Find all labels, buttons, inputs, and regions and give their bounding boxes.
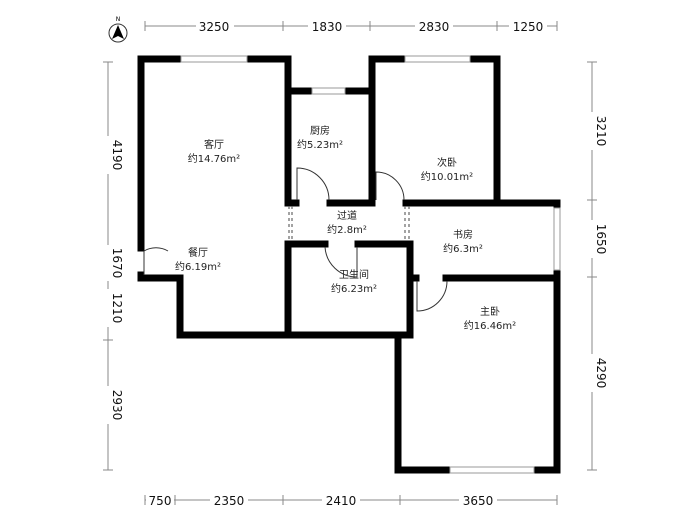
room-area: 约6.19m² — [175, 260, 221, 273]
dim-right-1: 3210 — [594, 116, 608, 147]
room-hallway: 过道 约2.8m² — [327, 209, 367, 236]
room-name: 客厅 — [204, 138, 224, 151]
room-bathroom: 卫生间 约6.23m² — [331, 268, 377, 295]
room-kitchen: 厨房 约5.23m² — [297, 124, 343, 151]
dim-bottom-4: 3650 — [463, 494, 494, 508]
dim-left-2: 1670 — [110, 248, 124, 279]
window — [180, 55, 248, 63]
dim-bottom-3: 2410 — [326, 494, 357, 508]
room-name: 次卧 — [437, 156, 457, 169]
doors — [143, 167, 448, 312]
dim-top-2: 1830 — [312, 20, 343, 34]
room-study: 书房 约6.3m² — [443, 228, 483, 255]
dimension-right: 3210 1650 4290 — [584, 61, 608, 471]
room-name: 书房 — [453, 228, 473, 241]
bathroom-door — [324, 246, 358, 278]
room-name: 厨房 — [310, 124, 330, 137]
master-bedroom-door — [416, 280, 448, 312]
room-area: 约16.46m² — [464, 319, 516, 332]
dim-right-3: 4290 — [594, 358, 608, 389]
compass-label: N — [116, 16, 121, 23]
room-name: 卫生间 — [339, 268, 369, 281]
dim-left-4: 2930 — [110, 390, 124, 421]
dim-left-1: 4190 — [110, 140, 124, 171]
room-master-bedroom: 主卧 约16.46m² — [464, 305, 516, 332]
room-area: 约10.01m² — [421, 170, 473, 183]
walls — [137, 55, 561, 474]
room-area: 约2.8m² — [327, 223, 367, 236]
dining-door — [143, 247, 169, 275]
room-bedroom2: 次卧 约10.01m² — [421, 156, 473, 183]
dim-bottom-2: 2350 — [214, 494, 245, 508]
dim-bottom-1: 750 — [149, 494, 172, 508]
room-area: 约5.23m² — [297, 138, 343, 151]
windows — [180, 55, 561, 474]
dim-top-1: 3250 — [199, 20, 230, 34]
window — [553, 207, 561, 271]
window — [449, 466, 535, 474]
window — [404, 55, 471, 63]
room-living: 客厅 约14.76m² — [188, 138, 240, 165]
dim-top-3: 2830 — [419, 20, 450, 34]
room-name: 餐厅 — [188, 246, 208, 259]
dimension-top: 3250 1830 2830 1250 — [144, 18, 558, 34]
dimension-bottom: 750 2350 2410 3650 — [144, 492, 558, 508]
room-name: 主卧 — [480, 305, 500, 318]
dim-left-3: 1210 — [110, 293, 124, 324]
room-area: 约6.23m² — [331, 282, 377, 295]
room-name: 过道 — [337, 209, 357, 222]
kitchen-door — [296, 167, 330, 201]
dim-right-2: 1650 — [594, 224, 608, 255]
room-dining: 餐厅 约6.19m² — [175, 246, 221, 273]
bedroom2-door — [375, 171, 405, 201]
dim-top-4: 1250 — [513, 20, 544, 34]
compass-icon: N — [108, 16, 128, 43]
room-area: 约14.76m² — [188, 152, 240, 165]
room-area: 约6.3m² — [443, 242, 483, 255]
window — [311, 87, 346, 95]
dimension-left: 4190 1670 1210 2930 — [100, 61, 124, 471]
